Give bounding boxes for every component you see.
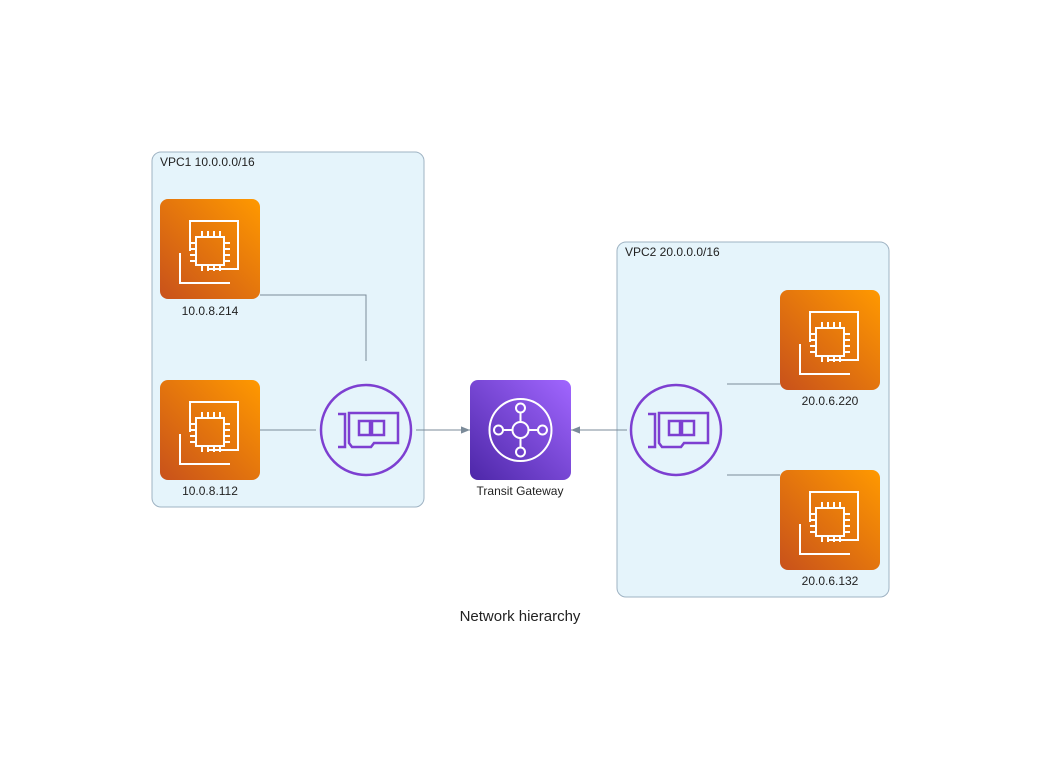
edges: [260, 294, 780, 476]
transit-gateway-icon: [488, 398, 553, 462]
transit-gateway-tile: [470, 380, 571, 480]
ec2-tile: [780, 290, 880, 390]
transit-gateway-label: Transit Gateway: [477, 484, 564, 498]
vpc2-label: VPC2 20.0.0.0/16: [625, 245, 720, 259]
instance-label: 20.0.6.220: [802, 394, 859, 408]
instance-label: 20.0.6.132: [802, 574, 859, 588]
instance-label: 10.0.8.214: [182, 304, 239, 318]
ec2-node-10-0-8-112[interactable]: 10.0.8.112: [160, 380, 260, 498]
ec2-node-20-0-6-132[interactable]: 20.0.6.132: [780, 470, 880, 588]
instance-label: 10.0.8.112: [182, 484, 238, 498]
ec2-tile: [780, 470, 880, 570]
transit-gateway-node[interactable]: Transit Gateway: [470, 380, 571, 498]
edge-instance-214-to-eni1: [260, 294, 367, 361]
ec2-tile: [160, 199, 260, 299]
diagram-caption: Network hierarchy: [460, 608, 581, 625]
ec2-node-10-0-8-214[interactable]: 10.0.8.214: [160, 199, 260, 318]
ec2-node-20-0-6-220[interactable]: 20.0.6.220: [780, 290, 880, 408]
ec2-tile: [160, 380, 260, 480]
vpc1-label: VPC1 10.0.0.0/16: [160, 155, 255, 169]
